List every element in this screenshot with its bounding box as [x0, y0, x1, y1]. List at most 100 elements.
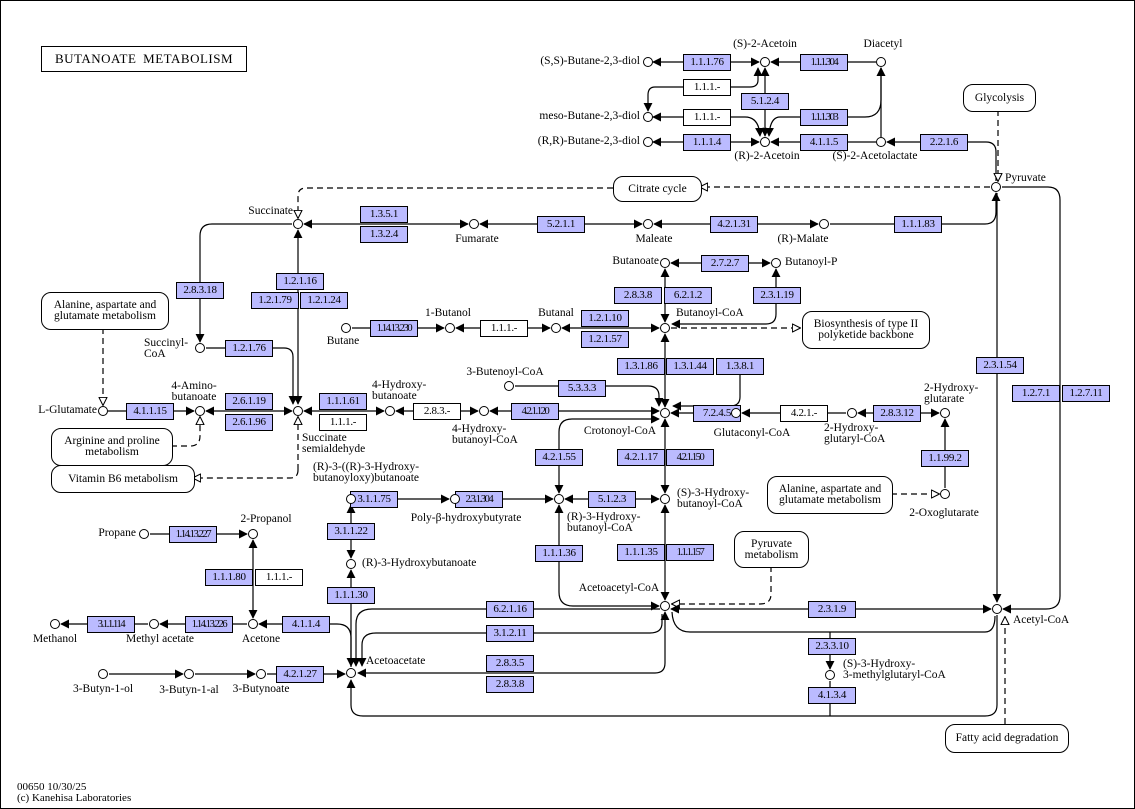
compound-label[interactable]: Poly-β-hydroxybutyrate [410, 512, 522, 524]
enzyme-box[interactable]: 5.1.2.3 [588, 491, 636, 508]
enzyme-box[interactable]: 1.1.1.303 [800, 109, 848, 126]
compound-node[interactable] [643, 57, 653, 67]
enzyme-box[interactable]: 1.1.1.61 [319, 393, 367, 410]
compound-label[interactable]: Acetoacetyl-CoA [578, 582, 660, 594]
enzyme-box[interactable]: 4.1.1.5 [800, 134, 848, 151]
enzyme-box[interactable]: 1.1.1.- [683, 79, 731, 96]
compound-node[interactable] [149, 619, 159, 629]
compound-node[interactable] [450, 494, 460, 504]
compound-label[interactable]: meso-Butane-2,3-diol [539, 110, 640, 122]
enzyme-box[interactable]: 2.3.1.9 [808, 601, 856, 618]
enzyme-box[interactable]: 1.1.1.- [683, 109, 731, 126]
enzyme-box[interactable]: 4.2.1.31 [710, 216, 758, 233]
compound-label[interactable]: Crotonoyl-CoA [583, 425, 657, 437]
enzyme-box[interactable]: 1.2.1.76 [225, 340, 273, 357]
compound-node[interactable] [504, 381, 514, 391]
enzyme-box[interactable]: 1.3.1.86 [617, 358, 665, 375]
enzyme-box[interactable]: 1.14.13.230 [370, 320, 418, 337]
enzyme-box[interactable]: 4.1.3.4 [808, 687, 856, 704]
compound-label[interactable]: (R,R)-Butane-2,3-diol [537, 135, 640, 147]
compound-node[interactable] [248, 529, 258, 539]
compound-node[interactable] [643, 112, 653, 122]
compound-label[interactable]: Pyruvate [1005, 172, 1046, 184]
compound-node[interactable] [760, 57, 770, 67]
enzyme-box[interactable]: 2.3.1.19 [753, 287, 801, 304]
compound-node[interactable] [195, 406, 205, 416]
compound-label[interactable]: (S)-3-Hydroxy- 3-methylglutaryl-CoA [843, 658, 946, 681]
compound-label[interactable]: Methanol [32, 633, 78, 645]
compound-label[interactable]: Propane [98, 527, 136, 539]
compound-node[interactable] [992, 604, 1002, 614]
pathway-map-link[interactable]: Arginine and proline metabolism [51, 428, 173, 466]
compound-node[interactable] [551, 323, 561, 333]
compound-node[interactable] [643, 137, 653, 147]
enzyme-box[interactable]: 2.3.1.54 [976, 357, 1024, 374]
enzyme-box[interactable]: 1.1.1.80 [205, 569, 253, 586]
compound-node[interactable] [876, 137, 886, 147]
compound-node[interactable] [819, 219, 829, 229]
compound-label[interactable]: 1-Butanol [425, 307, 471, 319]
enzyme-box[interactable]: 1.1.1.83 [894, 216, 942, 233]
compound-node[interactable] [248, 619, 258, 629]
enzyme-box[interactable]: 6.2.1.2 [664, 287, 712, 304]
compound-label[interactable]: 4-Hydroxy- butanoate [372, 379, 427, 402]
enzyme-box[interactable]: 5.3.3.3 [558, 380, 606, 397]
compound-label[interactable]: L-Glutamate [38, 404, 97, 416]
enzyme-box[interactable]: 1.1.1.- [319, 414, 367, 431]
enzyme-box[interactable]: 3.1.1.75 [350, 491, 398, 508]
enzyme-box[interactable]: 2.8.3.18 [176, 282, 224, 299]
enzyme-box[interactable]: 4.2.1.27 [276, 666, 324, 683]
compound-node[interactable] [341, 323, 351, 333]
compound-label[interactable]: Acetyl-CoA [1013, 614, 1070, 626]
compound-label[interactable]: 3-Butenoyl-CoA [466, 366, 544, 378]
pathway-map-link[interactable]: Vitamin B6 metabolism [51, 465, 195, 493]
compound-label[interactable]: (R)-3-Hydroxy- butanoyl-CoA [567, 511, 641, 534]
enzyme-box[interactable]: 1.2.1.16 [276, 273, 324, 290]
enzyme-box[interactable]: 4.1.1.15 [126, 403, 174, 420]
enzyme-box[interactable]: 1.1.1.- [255, 569, 303, 586]
compound-label[interactable]: Succinyl- CoA [144, 337, 189, 360]
compound-label[interactable]: 2-Propanol [240, 513, 292, 525]
enzyme-box[interactable]: 1.3.5.1 [360, 206, 408, 223]
compound-node[interactable] [660, 323, 670, 333]
enzyme-box[interactable]: 2.7.2.7 [701, 255, 749, 272]
compound-node[interactable] [385, 406, 395, 416]
compound-label[interactable]: (R)-3-Hydroxybutanoate [362, 557, 477, 569]
compound-node[interactable] [98, 406, 108, 416]
compound-node[interactable] [293, 219, 303, 229]
pathway-map-link[interactable]: Alanine, aspartate and glutamate metabol… [41, 292, 169, 330]
compound-label[interactable]: Butanal [538, 307, 574, 319]
compound-label[interactable]: Acetoacetate [366, 655, 426, 667]
compound-label[interactable]: 3-Butyn-1-al [159, 684, 219, 696]
compound-node[interactable] [760, 137, 770, 147]
enzyme-box[interactable]: 4.2.1.150 [666, 449, 714, 466]
enzyme-box[interactable]: 4.2.1.17 [617, 449, 665, 466]
enzyme-box[interactable]: 1.2.7.11 [1062, 385, 1110, 402]
compound-node[interactable] [660, 408, 670, 418]
compound-label[interactable]: (R)-3-((R)-3-Hydroxy- butanoyloxy)butano… [313, 461, 420, 484]
compound-label[interactable]: (S)-3-Hydroxy- butanoyl-CoA [677, 487, 750, 510]
compound-node[interactable] [940, 408, 950, 418]
compound-label[interactable]: (S,S)-Butane-2,3-diol [540, 55, 640, 67]
enzyme-box[interactable]: 4.1.1.4 [282, 616, 330, 633]
compound-node[interactable] [991, 182, 1001, 192]
pathway-map-link[interactable]: Glycolysis [963, 84, 1036, 112]
compound-label[interactable]: Butane [326, 335, 360, 347]
enzyme-box[interactable]: 1.14.13.226 [185, 616, 233, 633]
compound-label[interactable]: (R)-Malate [777, 233, 829, 245]
enzyme-box[interactable]: 2.8.3.- [413, 403, 461, 420]
enzyme-box[interactable]: 2.3.3.10 [808, 638, 856, 655]
compound-label[interactable]: (S)-2-Acetoin [733, 38, 797, 50]
enzyme-box[interactable]: 1.3.8.1 [716, 358, 764, 375]
enzyme-box[interactable]: 1.1.1.35 [617, 544, 665, 561]
enzyme-box[interactable]: 1.3.2.4 [360, 226, 408, 243]
compound-node[interactable] [660, 494, 670, 504]
compound-node[interactable] [825, 670, 835, 680]
enzyme-box[interactable]: 2.8.3.12 [873, 405, 921, 422]
enzyme-box[interactable]: 1.1.1.30 [327, 587, 375, 604]
enzyme-box[interactable]: 1.1.1.76 [683, 54, 731, 71]
enzyme-box[interactable]: 2.8.3.5 [486, 655, 534, 672]
enzyme-box[interactable]: 3.1.1.114 [87, 616, 135, 633]
enzyme-box[interactable]: 2.3.1.304 [455, 491, 503, 508]
enzyme-box[interactable]: 1.2.1.24 [300, 292, 348, 309]
